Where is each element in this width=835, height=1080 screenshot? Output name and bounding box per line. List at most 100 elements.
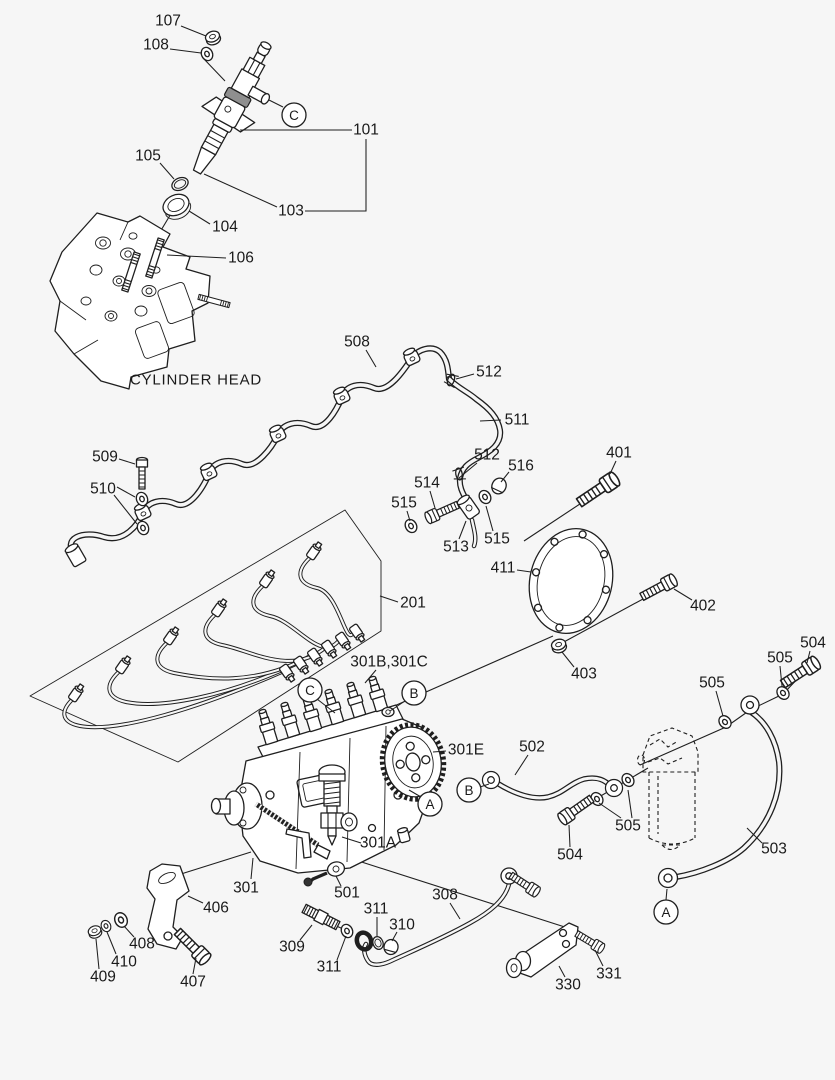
fuel-injector-assembly xyxy=(162,28,272,220)
marker-b-leader xyxy=(389,700,406,712)
callout-505-leader xyxy=(627,789,633,819)
grommet xyxy=(354,930,374,952)
callout-501-leader xyxy=(335,875,342,887)
lever-501 xyxy=(303,861,346,887)
pump-coupling xyxy=(210,782,263,830)
callout-410: 410 xyxy=(111,954,137,971)
callout-510-leader xyxy=(113,494,138,525)
callout-503-leader xyxy=(746,827,763,844)
callout-406-leader xyxy=(187,895,204,904)
marker-b-2: B xyxy=(464,783,473,798)
callout-105-leader xyxy=(159,162,175,180)
banjo-bolt-504 xyxy=(555,792,597,827)
washer-515 xyxy=(476,487,494,507)
marker-c: C xyxy=(289,108,299,123)
callout-106-leader xyxy=(166,254,227,259)
injector-washer-108 xyxy=(198,44,216,64)
joint-bolt-514 xyxy=(422,498,461,526)
bolt-331 xyxy=(573,928,607,955)
callout-515-leader xyxy=(406,510,411,522)
callout-512-leader xyxy=(455,373,475,380)
callout-509: 509 xyxy=(92,449,118,466)
delivery-holder xyxy=(276,700,302,739)
callout-331: 331 xyxy=(596,966,622,983)
callout-201-leader xyxy=(379,595,399,603)
callout-515: 515 xyxy=(391,495,417,512)
joint-body-513 xyxy=(456,494,480,520)
callout-504-leader xyxy=(568,824,571,848)
callout-512: 512 xyxy=(476,364,502,381)
callout-108-leader xyxy=(203,58,226,82)
callout-505-2: 505 xyxy=(767,650,793,667)
callout-511-leader xyxy=(479,419,502,422)
callout-504: 504 xyxy=(557,847,583,864)
stud-309 xyxy=(301,903,341,931)
fuel-filter-reference xyxy=(636,727,699,851)
marker-b-circle xyxy=(401,680,427,706)
callout-402-leader xyxy=(673,588,693,601)
nozzle-seat-104 xyxy=(162,193,192,220)
callout-104: 104 xyxy=(212,219,238,236)
timing-cover-gasket-group xyxy=(528,469,680,655)
callout-409: 409 xyxy=(90,969,116,986)
callout-504-2: 504 xyxy=(800,635,826,652)
callout-101-leader xyxy=(351,139,367,212)
callout-401-leader xyxy=(609,460,617,475)
callout-408-leader xyxy=(123,925,135,938)
callout-516-leader xyxy=(500,471,510,483)
callout-301e-leader xyxy=(432,750,447,753)
washer-311 xyxy=(338,921,356,941)
callout-310: 310 xyxy=(389,917,415,934)
callout-330-leader xyxy=(558,965,566,978)
marker-b: B xyxy=(409,686,418,701)
callout-301: 301 xyxy=(233,880,259,897)
washer-505 xyxy=(715,712,735,732)
bracket-330-group xyxy=(505,922,607,979)
callout-504-2-leader xyxy=(806,650,811,664)
callout-502-leader xyxy=(514,754,529,776)
bolt-402 xyxy=(637,572,680,604)
fuel-pipe-308-group xyxy=(301,867,543,965)
callout-502: 502 xyxy=(519,739,545,756)
callout-309: 309 xyxy=(279,939,305,956)
callout-510: 510 xyxy=(90,481,116,498)
callout-512-2: 512 xyxy=(474,447,500,464)
marker-c-2: C xyxy=(305,683,315,698)
priming-pump-301A xyxy=(318,764,358,846)
callout-505-3: 505 xyxy=(699,675,725,692)
callout-301-leader xyxy=(250,857,254,880)
washer-505 xyxy=(773,683,793,703)
callout-508-leader xyxy=(365,349,377,368)
callout-513-leader xyxy=(458,520,467,540)
banjo-fitting xyxy=(481,770,501,790)
o-ring-105 xyxy=(171,176,189,192)
callout-514: 514 xyxy=(414,475,440,492)
banjo-fitting xyxy=(604,778,624,798)
callout-301a: 301A xyxy=(360,835,397,852)
callout-403: 403 xyxy=(571,666,597,683)
callout-107-leader xyxy=(180,25,207,37)
callout-106: 106 xyxy=(228,250,254,267)
delivery-holder xyxy=(320,687,346,726)
marker-a-leader xyxy=(408,789,422,798)
banjo-fitting xyxy=(740,695,760,715)
callout-509-leader xyxy=(118,458,136,465)
callout-516: 516 xyxy=(508,458,534,475)
callout-201: 201 xyxy=(400,595,426,612)
injection-pipe-set-201 xyxy=(29,509,382,763)
bolt-401 xyxy=(573,469,623,511)
callout-505: 505 xyxy=(615,818,641,835)
injector-nut-107 xyxy=(203,28,223,48)
callout-505-2-leader xyxy=(779,665,783,687)
callout-311: 311 xyxy=(364,901,389,918)
callout-411-leader xyxy=(516,569,532,573)
callout-410-leader xyxy=(106,931,117,955)
callout-508: 508 xyxy=(344,334,370,351)
injection-pump xyxy=(210,674,447,874)
callout-301a-leader xyxy=(341,836,362,844)
washer-515 xyxy=(402,516,420,536)
annotation-cylinder-head: CYLINDER HEAD xyxy=(130,372,262,389)
callout-331-leader xyxy=(594,949,604,967)
rail-end-cap xyxy=(64,543,87,568)
delivery-holder xyxy=(254,707,280,746)
